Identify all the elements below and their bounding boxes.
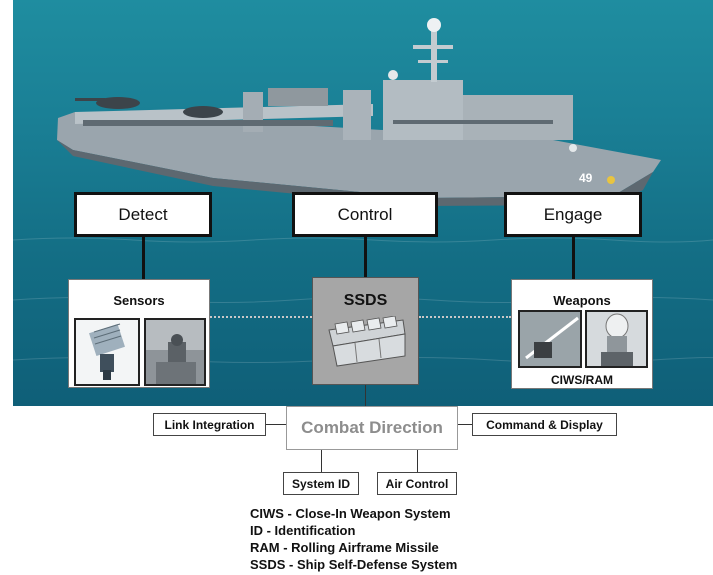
radar-array-image bbox=[74, 318, 140, 386]
control-label: Control bbox=[337, 204, 393, 224]
link-integration-label: Link Integration bbox=[164, 417, 255, 432]
detect-connector bbox=[142, 237, 145, 279]
detect-label: Detect bbox=[118, 204, 168, 224]
ship-hull bbox=[57, 18, 661, 206]
weapons-panel: Weapons CIWS/RAM bbox=[511, 279, 653, 389]
command-display-label: Command & Display bbox=[486, 417, 603, 432]
hull-number: 49 bbox=[579, 171, 593, 185]
system-id-connector bbox=[321, 450, 322, 472]
ssds-combat-connector bbox=[365, 385, 366, 406]
system-id-label: System ID bbox=[291, 476, 351, 491]
command-display-box: Command & Display bbox=[472, 413, 617, 436]
detect-box: Detect bbox=[74, 192, 212, 237]
sensors-title: Sensors bbox=[113, 293, 165, 308]
sensors-ssds-link bbox=[210, 316, 312, 318]
deck-sensor-image bbox=[144, 318, 206, 386]
legend-item-ram: RAM - Rolling Airframe Missile bbox=[250, 540, 439, 555]
air-control-connector bbox=[417, 450, 418, 472]
ssds-title: SSDS bbox=[343, 292, 388, 309]
abbreviation-legend: CIWS - Close-In Weapon System ID - Ident… bbox=[250, 505, 457, 573]
sensors-panel: Sensors bbox=[68, 279, 210, 388]
weapons-title: Weapons bbox=[553, 293, 611, 308]
air-control-box: Air Control bbox=[377, 472, 457, 495]
weapons-caption: CIWS/RAM bbox=[551, 373, 613, 387]
system-id-box: System ID bbox=[283, 472, 359, 495]
engage-connector bbox=[572, 237, 575, 279]
combat-direction-label: Combat Direction bbox=[301, 418, 443, 437]
air-control-label: Air Control bbox=[385, 476, 449, 491]
ciws-mount-image bbox=[585, 310, 648, 368]
engage-box: Engage bbox=[504, 192, 642, 237]
ram-launch-image bbox=[518, 310, 582, 368]
engage-label: Engage bbox=[543, 204, 603, 224]
ssds-panel: SSDS bbox=[312, 277, 419, 385]
link-integration-box: Link Integration bbox=[153, 413, 266, 436]
control-box: Control bbox=[292, 192, 438, 237]
control-connector bbox=[364, 237, 367, 277]
command-connector bbox=[458, 424, 472, 425]
console-icon bbox=[328, 316, 406, 367]
link-connector bbox=[266, 424, 286, 425]
ssds-weapons-link bbox=[419, 316, 511, 318]
combat-direction-box: Combat Direction bbox=[286, 406, 458, 450]
legend-item-ssds: SSDS - Ship Self-Defense System bbox=[250, 557, 458, 572]
legend-item-id: ID - Identification bbox=[250, 523, 356, 538]
legend-item-ciws: CIWS - Close-In Weapon System bbox=[250, 506, 451, 521]
